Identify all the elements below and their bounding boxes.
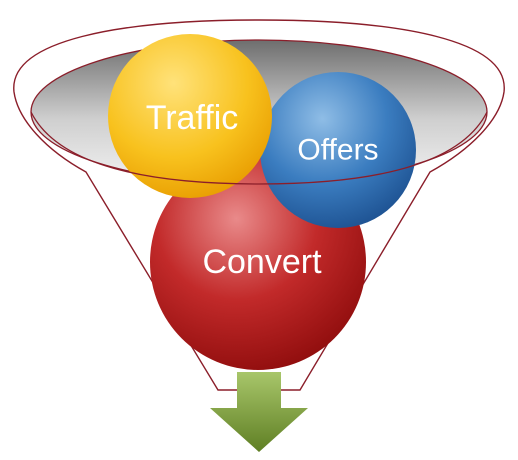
- traffic-label: Traffic: [146, 99, 239, 137]
- convert-label: Convert: [202, 243, 322, 281]
- funnel-rim-front: [30, 111, 488, 185]
- traffic-circle: [108, 34, 272, 198]
- output-arrow: [210, 372, 308, 452]
- offers-circle: [260, 72, 416, 228]
- offers-label: Offers: [297, 134, 378, 167]
- funnel-outline: [13, 19, 505, 391]
